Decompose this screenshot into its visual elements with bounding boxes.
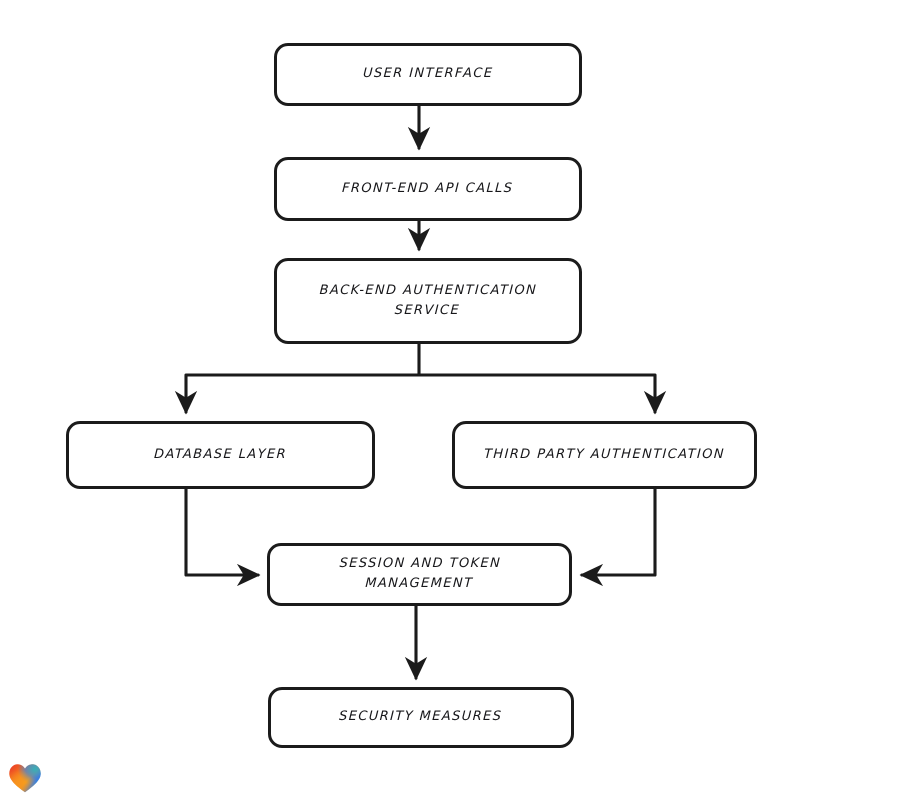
node-third-party-auth[interactable]: Third Party Authentication [452,421,757,489]
node-security-measures[interactable]: Security Measures [268,687,574,748]
node-database-layer[interactable]: Database Layer [66,421,375,489]
edge-backend-to-third-party [417,373,667,415]
node-label-third-party-auth: Third Party Authentication [483,446,726,462]
node-label-front-end-api-calls: Front-End API Calls [341,180,515,196]
node-label-database-layer: Database Layer [153,446,288,462]
node-label-user-interface: User Interface [362,66,494,82]
node-front-end-api-calls[interactable]: Front-End API Calls [274,157,582,221]
heart-icon [9,764,41,793]
node-session-token-mgmt[interactable]: Session and Token Management [267,543,572,606]
node-label-session-token-mgmt: Session and Token Management [338,556,502,592]
node-user-interface[interactable]: User Interface [274,43,582,106]
edge-third-party-to-session [579,487,657,587]
node-label-security-measures: Security Measures [338,709,504,725]
node-label-back-end-auth-service: Back-End Authentication Service [319,282,538,318]
edge-backend-to-database [174,373,421,415]
edge-database-to-session [184,487,261,587]
node-back-end-auth-service[interactable]: Back-End Authentication Service [274,258,582,344]
